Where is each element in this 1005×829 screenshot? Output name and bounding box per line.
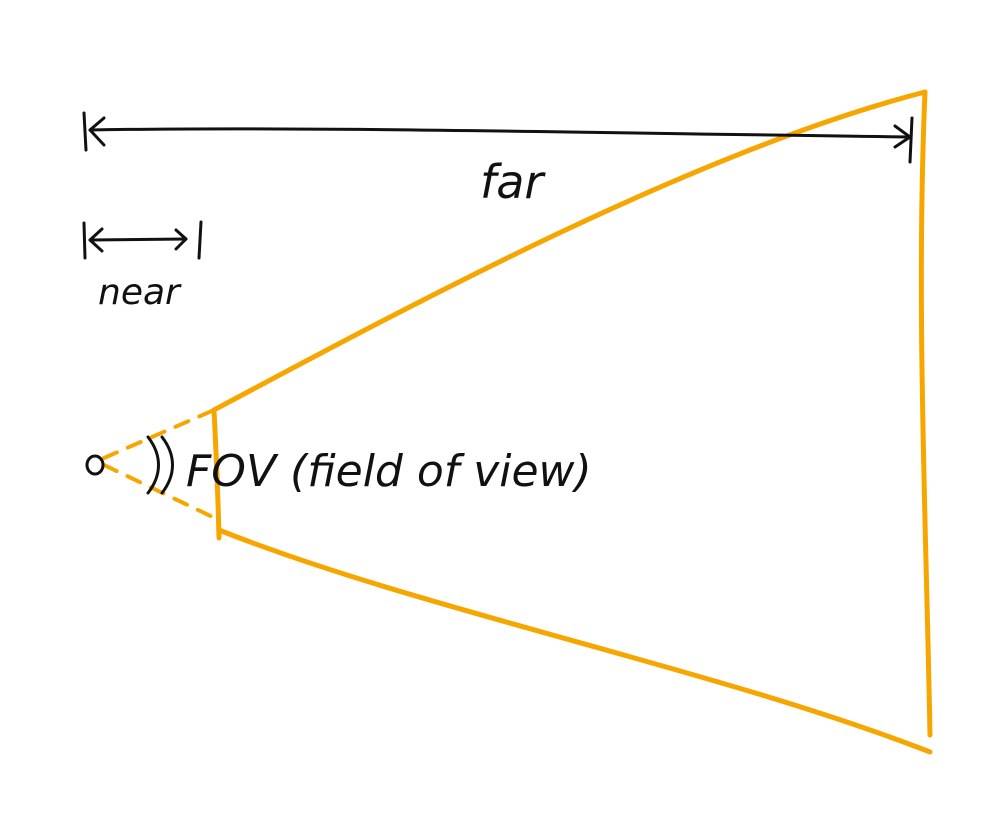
fov-annotation: FOV (field of view): [146, 435, 592, 497]
frustum-bottom-edge: [216, 527, 933, 755]
far-dimension: far: [82, 111, 914, 209]
far-plane: [918, 89, 933, 738]
near-left-arrowhead-icon: [88, 227, 104, 253]
eye-icon: [85, 454, 105, 476]
far-end-tick: [908, 116, 914, 164]
near-end-tick: [197, 220, 203, 260]
near-start-tick: [82, 221, 87, 260]
fov-arc-1: [146, 435, 160, 495]
frustum-top-edge: [211, 89, 928, 413]
near-arrow-line: [88, 237, 188, 242]
far-left-arrowhead-icon: [88, 116, 106, 147]
near-plane: [211, 407, 222, 541]
frustum-dashed-top: [102, 408, 216, 460]
fov-arc-2: [160, 435, 174, 495]
far-arrow-line: [88, 127, 912, 139]
near-dimension: near: [82, 220, 203, 313]
fov-label: FOV (field of view): [186, 446, 592, 497]
far-label: far: [480, 155, 546, 209]
near-label: near: [98, 272, 182, 313]
near-right-arrowhead-icon: [174, 228, 188, 251]
far-start-tick: [82, 111, 88, 152]
camera-eye: [85, 454, 105, 476]
